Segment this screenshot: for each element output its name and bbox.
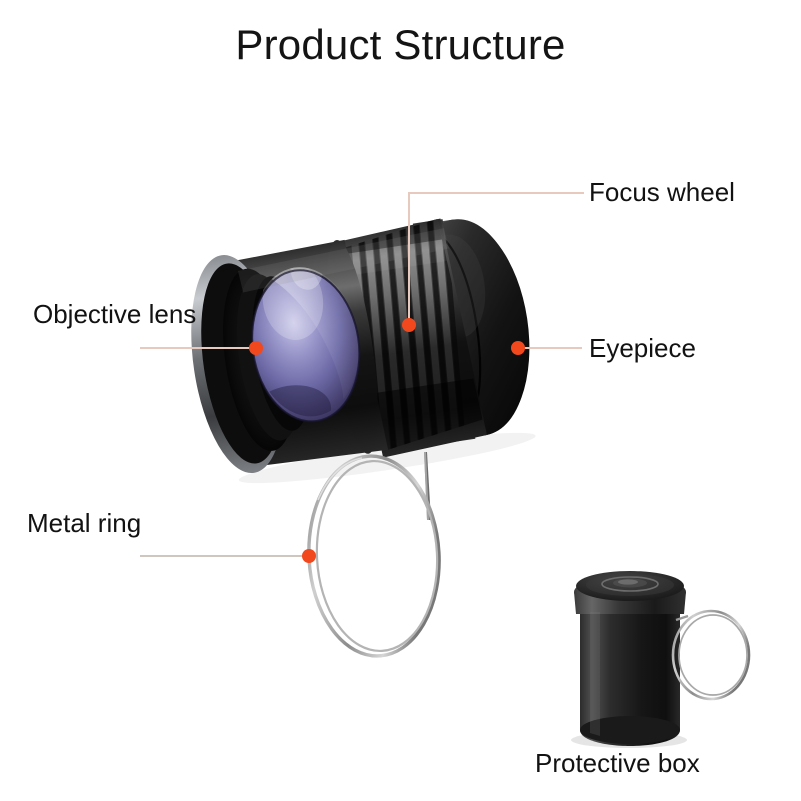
protective-box-ring	[671, 609, 751, 701]
callout-label-eyepiece: Eyepiece	[589, 333, 696, 363]
metal-ring-loop	[307, 454, 441, 658]
callout-label-focus-wheel: Focus wheel	[589, 177, 735, 207]
callout-label-metal-ring: Metal ring	[27, 508, 142, 538]
callout-label-protective-box: Protective box	[535, 748, 700, 778]
monocular-body	[191, 216, 536, 484]
page-title: Product Structure	[235, 21, 566, 68]
callout-label-objective-lens: Objective lens	[33, 299, 197, 329]
protective-box-case	[571, 571, 687, 748]
